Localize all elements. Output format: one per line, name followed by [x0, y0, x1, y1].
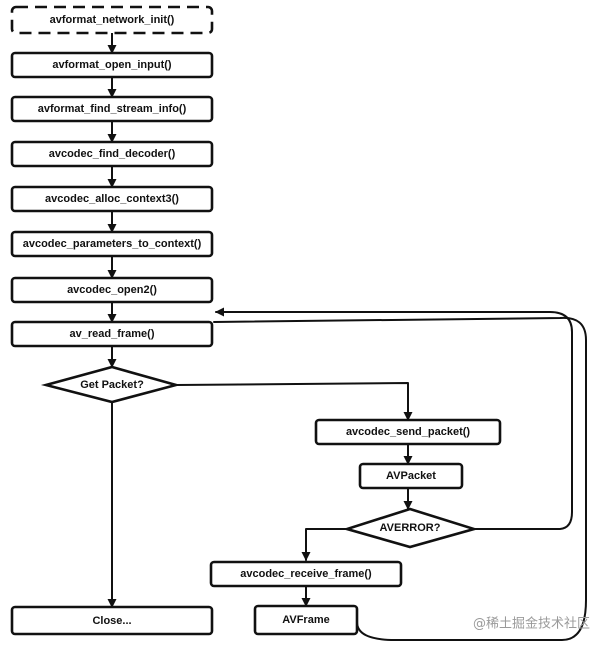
node-alloc-context3: avcodec_alloc_context3() — [10, 185, 214, 213]
node-read-frame: av_read_frame() — [10, 320, 214, 348]
arrow-averror-to-receive-frame — [301, 528, 348, 561]
node-send-packet: avcodec_send_packet() — [314, 418, 502, 446]
node-receive-frame-label: avcodec_receive_frame() — [240, 568, 372, 580]
node-read-frame-label: av_read_frame() — [70, 328, 155, 340]
node-parameters-to-context: avcodec_parameters_to_context() — [10, 230, 214, 258]
node-open2-label: avcodec_open2() — [67, 284, 157, 296]
node-avpacket-label: AVPacket — [386, 470, 436, 482]
node-send-packet-label: avcodec_send_packet() — [346, 426, 470, 438]
decision-get-packet: Get Packet? — [40, 365, 181, 404]
node-parameters-to-context-label: avcodec_parameters_to_context() — [23, 238, 202, 250]
loop-averror-to-read-frame — [215, 307, 573, 530]
node-find-stream-info-label: avformat_find_stream_info() — [38, 103, 187, 115]
node-receive-frame: avcodec_receive_frame() — [209, 560, 403, 588]
node-open-input-label: avformat_open_input() — [52, 59, 172, 71]
node-avframe-label: AVFrame — [282, 614, 329, 626]
arrow-get-packet-to-send-packet — [175, 382, 413, 421]
connectors — [107, 32, 587, 641]
node-open2: avcodec_open2() — [10, 276, 214, 304]
watermark-text: @稀土掘金技术社区 — [473, 616, 590, 632]
node-close: Close... — [10, 605, 214, 636]
node-network-init: avformat_network_init() — [10, 5, 214, 35]
node-find-decoder-label: avcodec_find_decoder() — [49, 148, 176, 160]
node-avframe: AVFrame — [253, 604, 359, 636]
decision-get-packet-label: Get Packet? — [80, 379, 144, 391]
node-network-init-label: avformat_network_init() — [50, 14, 175, 26]
node-find-stream-info: avformat_find_stream_info() — [10, 95, 214, 123]
node-avpacket: AVPacket — [358, 462, 464, 490]
decision-averror: AVERROR? — [342, 507, 479, 549]
loop-avframe-to-read-frame — [213, 316, 587, 641]
node-find-decoder: avcodec_find_decoder() — [10, 140, 214, 168]
node-open-input: avformat_open_input() — [10, 51, 214, 79]
decision-averror-label: AVERROR? — [380, 522, 441, 534]
node-close-label: Close... — [92, 615, 131, 627]
node-alloc-context3-label: avcodec_alloc_context3() — [45, 193, 179, 205]
